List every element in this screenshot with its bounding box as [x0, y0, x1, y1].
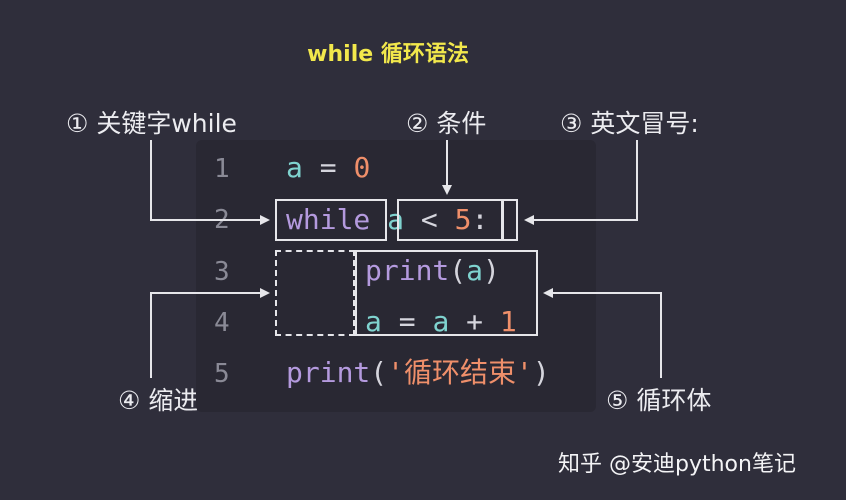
code-op: + — [449, 305, 500, 338]
line-number: 5 — [214, 359, 230, 389]
arrow-body — [543, 288, 662, 378]
code-panel — [196, 140, 596, 412]
code-op: < — [404, 203, 455, 236]
label-body: ⑤ 循环体 — [606, 386, 712, 415]
arrow-indent — [150, 288, 270, 378]
code-keyword: while — [286, 203, 371, 236]
code-var: a — [432, 305, 450, 338]
code-var: a — [466, 254, 484, 287]
line-number: 1 — [214, 154, 230, 184]
code-var: a — [387, 203, 405, 236]
line-number: 3 — [214, 257, 230, 287]
arrow-colon — [524, 140, 638, 225]
code-line-3: print(a) — [365, 254, 500, 288]
keyword-box — [275, 199, 387, 241]
code-num: 5 — [454, 203, 472, 236]
label-condition: ② 条件 — [406, 109, 487, 138]
arrow-keyword — [150, 140, 270, 225]
code-paren: ) — [532, 356, 550, 389]
code-line-2: while a < 5: — [286, 203, 488, 237]
watermark: 知乎 @安迪python笔记 — [558, 452, 796, 477]
label-keyword: ① 关键字while — [66, 109, 237, 138]
colon-box — [502, 199, 518, 241]
indent-box — [275, 250, 355, 336]
code-paren: ) — [483, 254, 500, 287]
label-indent: ④ 缩进 — [118, 386, 199, 415]
code-line-4: a = a + 1 — [365, 305, 517, 339]
code-op: = — [302, 151, 354, 184]
code-colon: : — [471, 203, 489, 236]
code-line-5: print('循环结束') — [286, 356, 550, 390]
code-line-1: a = 0 — [286, 151, 370, 185]
loop-body-box — [355, 250, 538, 336]
code-string: '循环结束' — [387, 356, 533, 389]
code-keyword: print — [286, 356, 371, 389]
label-colon: ③ 英文冒号: — [560, 109, 699, 138]
code-paren: ( — [370, 356, 388, 389]
code-var: a — [286, 151, 303, 184]
code-paren: ( — [449, 254, 467, 287]
code-num: 1 — [499, 305, 517, 338]
code-op: = — [381, 305, 433, 338]
line-number: 4 — [214, 308, 230, 338]
diagram-title: while 循环语法 — [307, 42, 469, 67]
code-num: 0 — [353, 151, 371, 184]
code-keyword: print — [365, 254, 450, 287]
code-var: a — [365, 305, 382, 338]
